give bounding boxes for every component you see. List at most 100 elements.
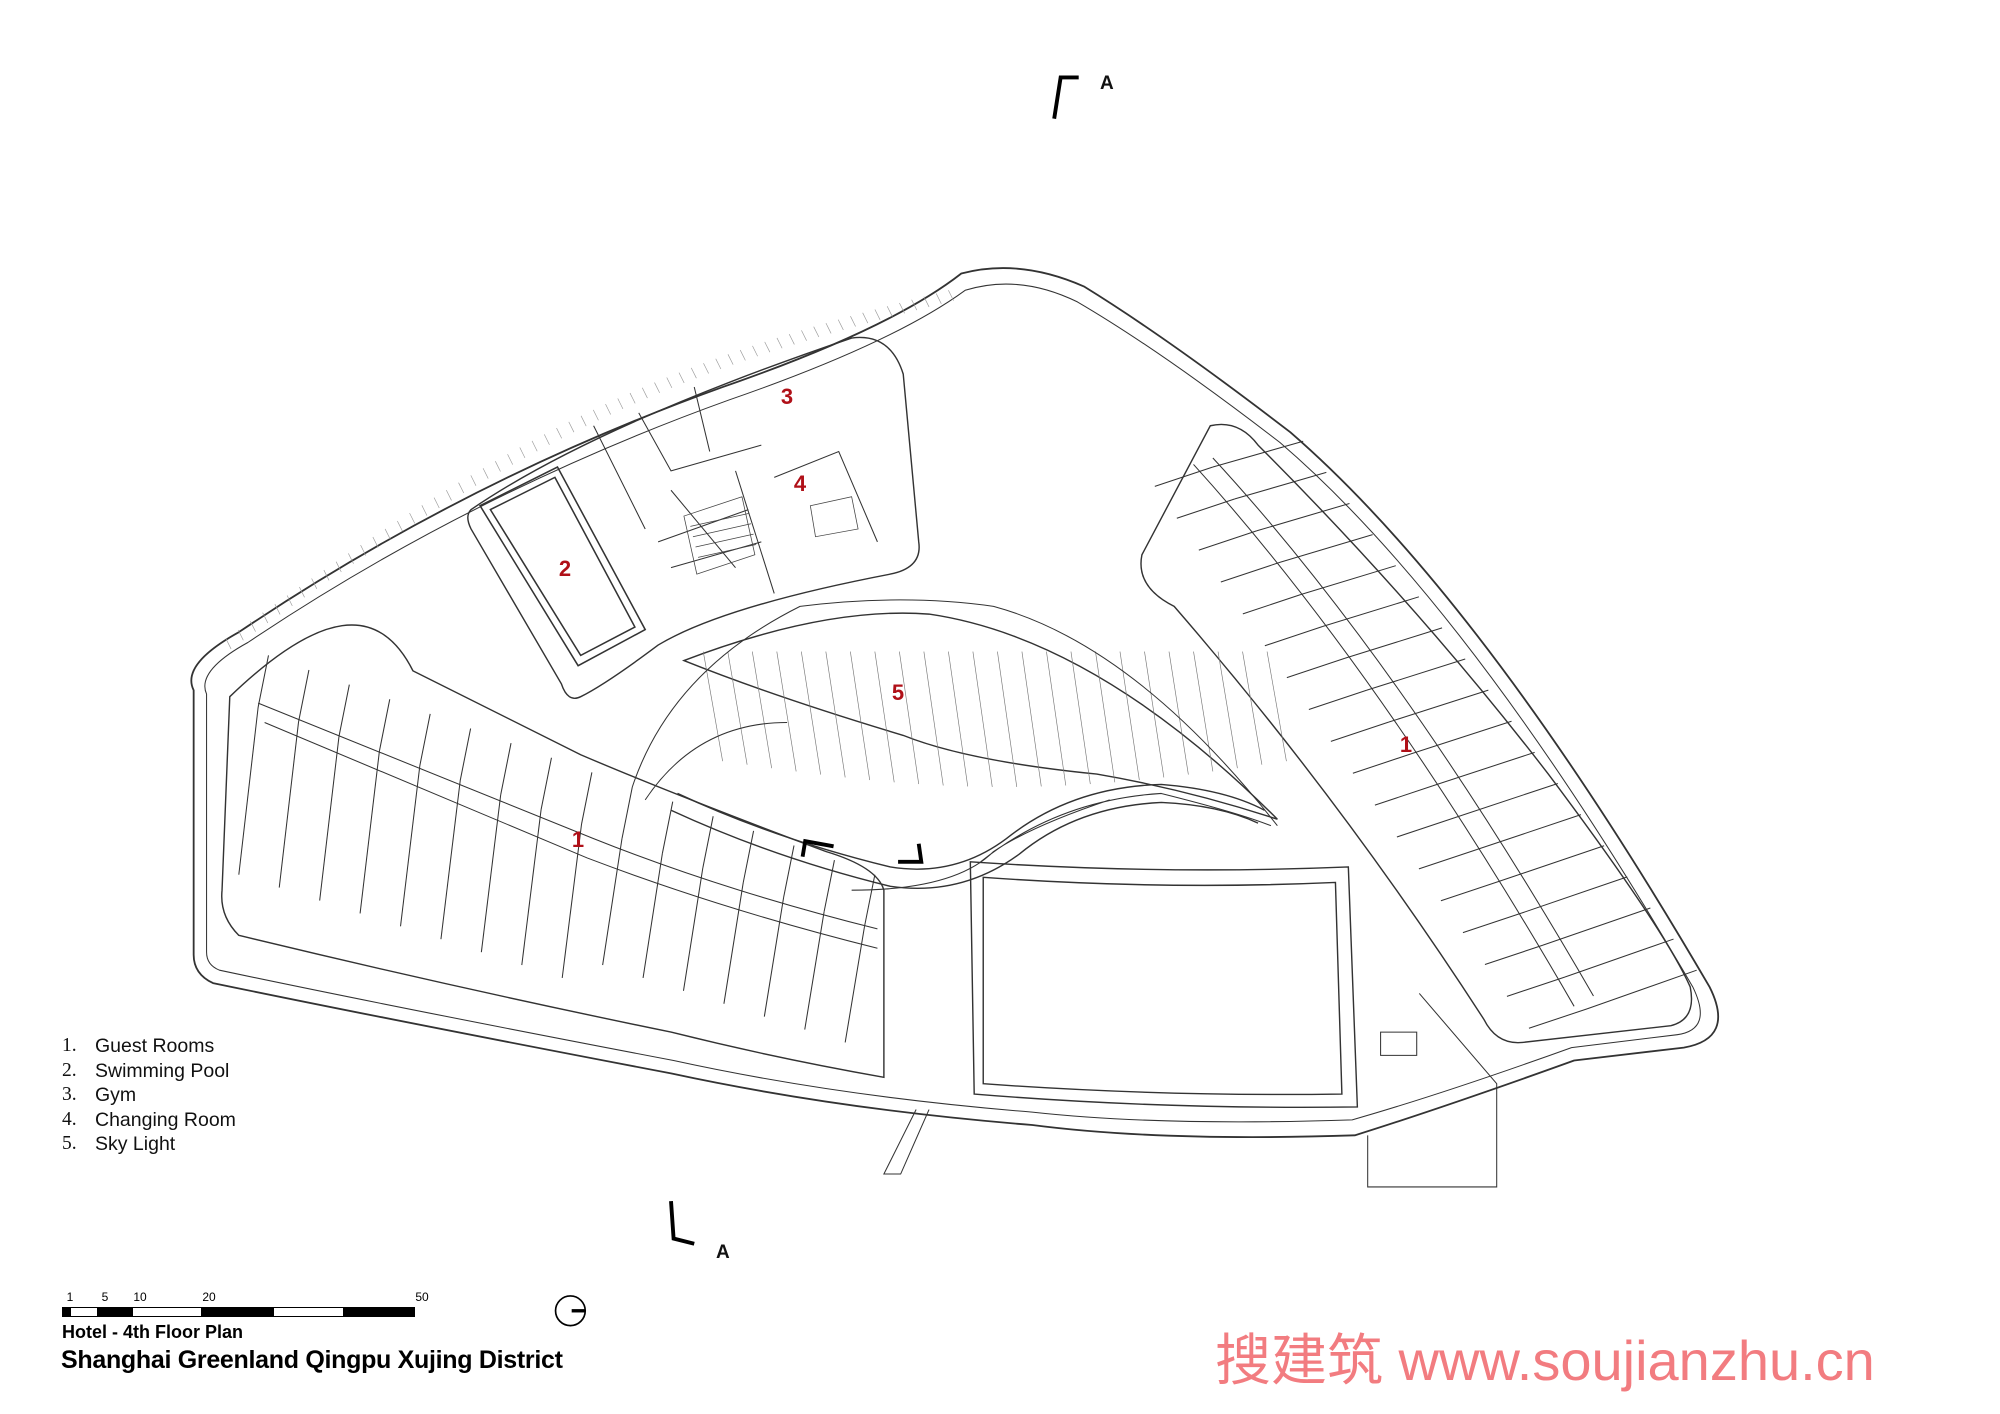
plan-line	[1266, 651, 1287, 762]
plan-line	[1322, 596, 1420, 627]
label-gym: 3	[780, 384, 794, 409]
plan-line	[1234, 471, 1327, 500]
plan-line	[972, 651, 993, 787]
plan-line	[1440, 880, 1500, 902]
skylight	[681, 612, 1278, 820]
plan-line	[911, 299, 918, 311]
plan-line	[1352, 753, 1412, 774]
plan-line	[440, 780, 461, 940]
plan-line	[727, 354, 734, 365]
section-label-bottom: A	[716, 1242, 730, 1263]
plan-line	[804, 911, 825, 1030]
plan-line	[1217, 651, 1238, 769]
scale-tick: 20	[202, 1290, 216, 1304]
plan-line	[776, 337, 783, 349]
plan-line	[1286, 657, 1346, 679]
label-changing-room: 4	[793, 471, 807, 496]
plan-line	[1396, 817, 1456, 838]
plan-line	[948, 651, 969, 787]
legend-item: 2.Swimming Pool	[62, 1059, 236, 1084]
plan-line	[262, 612, 269, 624]
plan-line	[286, 595, 293, 606]
label-guest-rooms-right: 1	[1399, 732, 1413, 757]
plan-line	[531, 440, 538, 452]
plan-line	[723, 882, 744, 1004]
plan-line	[1520, 876, 1628, 914]
plan-line	[751, 651, 772, 769]
plan-line	[592, 409, 599, 421]
legend: 1.Guest Rooms 2.Swimming Pool 3.Gym 4.Ch…	[62, 1034, 236, 1157]
plan-line	[446, 489, 452, 501]
plan-line	[642, 853, 663, 979]
plan-line	[739, 349, 746, 361]
plan-line	[1308, 689, 1368, 710]
plan-line	[1418, 849, 1478, 870]
pool-gym-block	[467, 336, 920, 699]
building-outline-inner	[204, 283, 1701, 1123]
plan-line	[1410, 720, 1512, 755]
plan-line	[661, 801, 674, 854]
plan-line	[1193, 651, 1214, 772]
plan-line	[1374, 785, 1434, 806]
plan-line	[399, 765, 421, 927]
plan-line	[335, 561, 342, 573]
plan-line	[409, 512, 416, 524]
plan-line	[1344, 627, 1443, 659]
plan-line	[500, 743, 512, 795]
plan-line	[1528, 1008, 1588, 1029]
plan-line	[825, 651, 846, 778]
plan-line	[298, 669, 310, 722]
right-ramp	[883, 993, 1498, 1188]
plan-line	[1220, 562, 1280, 583]
plan-line	[274, 603, 281, 615]
plan-line	[319, 736, 340, 901]
plan-line	[862, 312, 869, 324]
plan-line	[678, 372, 685, 384]
plan-line	[886, 306, 893, 317]
drawing-subtitle: Hotel - 4th Floor Plan	[62, 1322, 244, 1342]
plan-line	[715, 358, 722, 370]
plan-line	[1300, 565, 1396, 596]
plan-line	[238, 706, 259, 875]
plan-line	[1095, 651, 1116, 783]
label-swimming-pool: 2	[558, 556, 572, 581]
plan-line	[742, 830, 755, 883]
plan-line	[763, 896, 785, 1017]
building-outline	[190, 267, 1719, 1139]
plan-line	[801, 330, 807, 341]
drawing-title: Shanghai Greenland Qingpu Xujing Distric…	[61, 1346, 563, 1374]
plan-line	[923, 296, 930, 308]
plan-line	[521, 809, 542, 966]
plan-line	[764, 341, 771, 353]
plan-line	[899, 651, 920, 785]
legend-label: Gym	[95, 1084, 137, 1107]
plan-line	[250, 621, 256, 632]
legend-label: Guest Rooms	[95, 1035, 215, 1057]
plan-line	[617, 398, 624, 410]
plan-line	[800, 651, 821, 775]
right-corridor	[1193, 457, 1594, 1007]
plan-line	[519, 447, 526, 458]
plan-line	[844, 926, 866, 1043]
plan-line	[507, 454, 514, 465]
plan-line	[752, 345, 758, 357]
plan-line	[1242, 651, 1263, 765]
plan-line	[540, 757, 552, 810]
plan-line	[459, 728, 472, 781]
plan-line	[997, 651, 1018, 787]
plan-line	[1586, 969, 1697, 1010]
plan-line	[581, 772, 593, 825]
plan-line	[397, 520, 403, 532]
plan-line	[666, 377, 673, 388]
plan-line	[1506, 976, 1566, 997]
plan-line	[727, 651, 748, 765]
plan-line	[278, 721, 300, 888]
legend-label: Changing Room	[95, 1108, 236, 1131]
scale-tick: 50	[415, 1290, 429, 1304]
plan-line	[348, 553, 354, 564]
plan-line	[433, 497, 440, 509]
label-guest-rooms-left: 1	[571, 827, 585, 852]
watermark: 搜建筑 www.soujianzhu.cn	[1215, 1329, 1875, 1392]
plan-line	[470, 475, 477, 486]
plan-line	[823, 859, 835, 912]
